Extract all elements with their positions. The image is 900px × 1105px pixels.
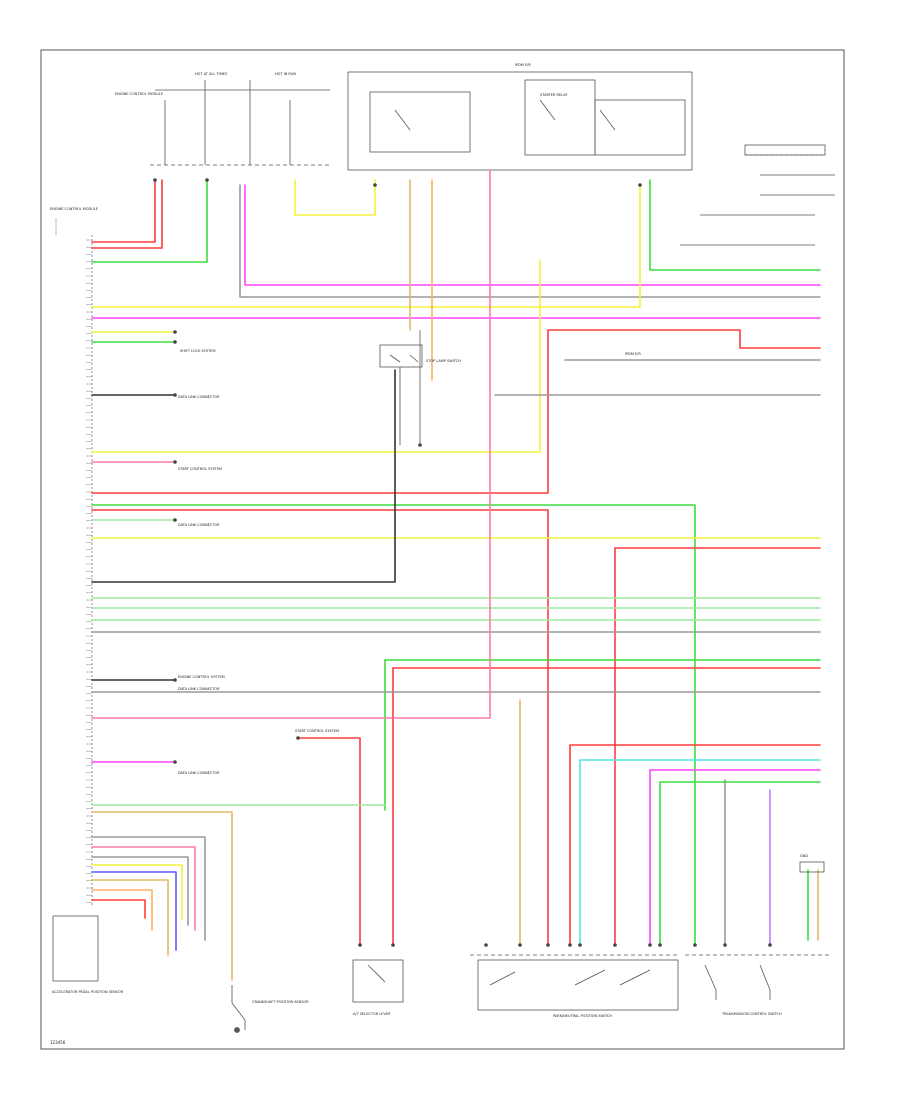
- starter-relay-label: STARTER RELAY: [540, 93, 568, 97]
- connector-dot: [518, 943, 522, 947]
- shift-lock-label: SHIFT LOCK SYSTEM: [180, 349, 215, 353]
- ipdm-right-label: IPDM E/R: [625, 352, 641, 356]
- ground-connector: [799, 861, 825, 873]
- wire-yellow-56: [91, 864, 183, 921]
- top-labels: HOT AT ALL TIMES HOT IN RUN IPDM E/R ENG…: [115, 63, 568, 97]
- wire-yellow-11: [91, 259, 541, 453]
- stop-lamp-switch: [379, 330, 423, 445]
- power-supply-area: [150, 71, 835, 246]
- connector-dot: [296, 736, 300, 740]
- crankshaft-sensor: [231, 985, 246, 1033]
- connector-dot: [373, 183, 377, 187]
- transmission-switch-label: TRANSMISSION CONTROL SWITCH: [721, 1012, 782, 1016]
- wire-blue-57: [91, 871, 177, 951]
- wire-pink-54: [91, 846, 196, 931]
- connector-dot: [358, 943, 362, 947]
- data-link-label-1: DATA LINK CONNECTOR: [178, 395, 220, 399]
- connector-dot: [484, 943, 488, 947]
- wire-gray-55: [91, 856, 189, 926]
- wire-gray-4: [239, 184, 821, 298]
- hot-in-run-label: HOT IN RUN: [275, 72, 296, 76]
- wire-red-0: [91, 179, 156, 243]
- connector-dot: [693, 943, 697, 947]
- ecm-pin-list: [86, 239, 92, 903]
- wire-black-20: [91, 369, 396, 583]
- connector-dot: [613, 943, 617, 947]
- park-neutral-switch-label: PARK/NEUTRAL POSITION SWITCH: [553, 1014, 612, 1018]
- connector-dot: [723, 943, 727, 947]
- data-link-label-4: DATA LINK CONNECTOR: [178, 771, 220, 775]
- connector-dot: [173, 340, 177, 344]
- connector-dot: [578, 943, 582, 947]
- wire-red-32: [297, 737, 361, 946]
- connector-dot: [546, 943, 550, 947]
- stop-lamp-switch-label: STOP LAMP SWITCH: [426, 359, 461, 363]
- connector-dot: [638, 183, 642, 187]
- ecm-label: ENGINE CONTROL MODULE: [50, 207, 98, 211]
- connector-dot: [173, 678, 177, 682]
- ecm-connector: ENGINE CONTROL MODULE: [50, 207, 98, 905]
- connector-markers: [153, 178, 772, 947]
- hot-at-all-times-label: HOT AT ALL TIMES: [195, 72, 228, 76]
- diagram-frame: [40, 49, 845, 1050]
- accelerator-sensor-label: ACCELERATOR PEDAL POSITION SENSOR: [52, 990, 124, 994]
- connector-dot: [205, 178, 209, 182]
- wire-yellow-6: [91, 184, 641, 308]
- connector-dot: [153, 178, 157, 182]
- wire-gray-53: [91, 836, 206, 941]
- connector-dot: [391, 943, 395, 947]
- wire-green-15: [91, 504, 696, 946]
- selector-lever-label: A/T SELECTOR LEVER: [353, 1012, 391, 1016]
- wire-red-36: [569, 744, 821, 946]
- engine-control-label: ENGINE CONTROL SYSTEM: [178, 675, 225, 679]
- connector-dot: [173, 760, 177, 764]
- wire-red-14: [91, 509, 549, 946]
- ipdm-label: IPDM E/R: [515, 63, 531, 67]
- start-control-label: START CONTROL SYSTEM: [178, 467, 222, 471]
- ecm-top-label: ENGINE CONTROL MODULE: [115, 92, 163, 96]
- data-link-label-3: DATA LINK CONNECTOR: [178, 687, 220, 691]
- connector-dot: [568, 943, 572, 947]
- wire-magenta-3: [244, 184, 821, 286]
- transmission-control-switch: [685, 954, 830, 1000]
- wire-red-60: [91, 899, 146, 919]
- system-labels: SHIFT LOCK SYSTEM DATA LINK CONNECTOR ST…: [178, 349, 641, 775]
- wire-tan-58: [91, 879, 169, 956]
- wire-red-1: [91, 179, 163, 249]
- wire-green-46: [649, 179, 821, 271]
- connector-dot: [648, 943, 652, 947]
- start-control-label-2: START CONTROL SYSTEM: [295, 729, 339, 733]
- accelerator-pedal-sensor: [52, 915, 99, 982]
- connector-dot: [173, 460, 177, 464]
- wire-pink-31: [91, 169, 491, 719]
- connector-dot: [658, 943, 662, 947]
- ground-label: GND: [800, 854, 808, 858]
- connector-dot: [173, 393, 177, 397]
- wire-green-2: [91, 179, 208, 263]
- wire-orange-59: [91, 889, 153, 931]
- wire-red-13: [91, 329, 821, 494]
- selector-lever: [352, 959, 404, 1003]
- footer-code: 123456: [50, 1040, 66, 1045]
- crankshaft-sensor-label: CRANKSHAFT POSITION SENSOR: [252, 1000, 309, 1004]
- wire-harness: [91, 169, 821, 981]
- wire-tan-35: [91, 811, 233, 981]
- connector-dot: [768, 943, 772, 947]
- connector-dot: [173, 518, 177, 522]
- park-neutral-switch: [470, 954, 680, 1011]
- wire-yellow-5: [294, 179, 376, 216]
- connector-dot: [173, 330, 177, 334]
- data-link-label-2: DATA LINK CONNECTOR: [178, 523, 220, 527]
